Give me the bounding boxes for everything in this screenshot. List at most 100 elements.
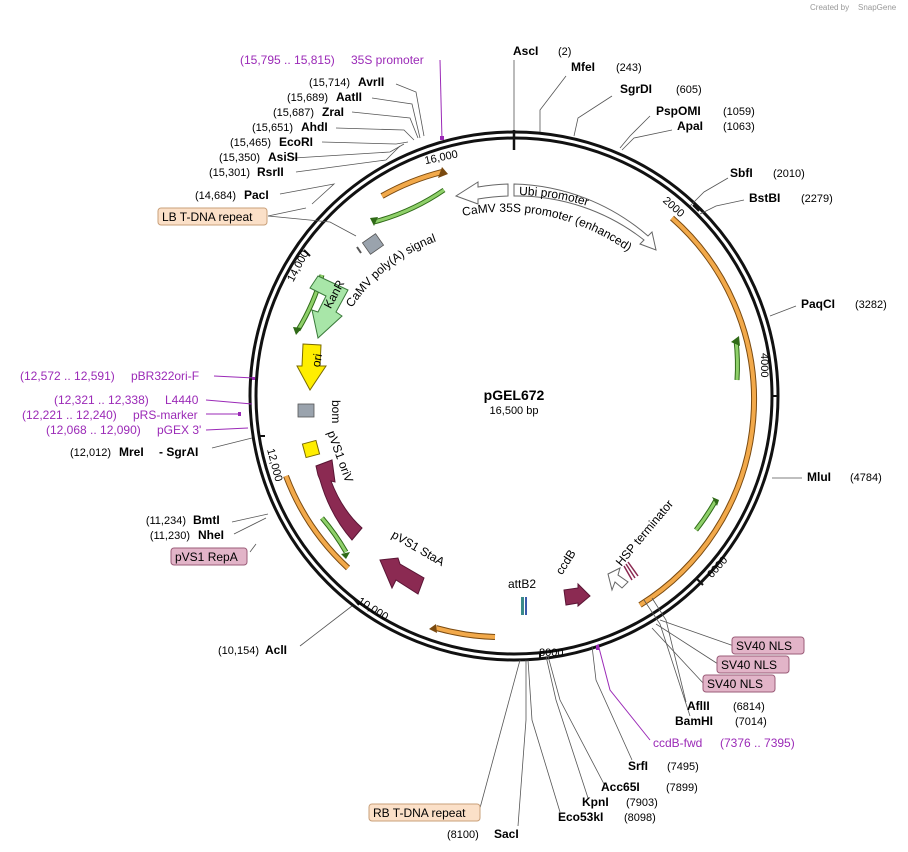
bom-box: [297, 403, 315, 418]
enzyme-kpnI-pos: (7903): [626, 797, 658, 809]
primer-prs-range: (12,221 .. 12,240): [22, 408, 117, 422]
lb-tdna-label: LB T-DNA repeat: [162, 210, 253, 224]
enzyme-sgrDI[interactable]: SgrDI: [620, 82, 652, 96]
enzyme-leaders: [211, 60, 802, 827]
sv40-nls-badge-2[interactable]: [716, 655, 790, 674]
enzyme-mfeI[interactable]: MfeI: [571, 60, 595, 74]
enzyme-bmtI-pos: (11,234): [146, 515, 186, 527]
enzyme-aclI[interactable]: AclI: [265, 643, 287, 657]
pvs1-repa-label: pVS1 RepA: [175, 550, 238, 564]
primer-prs[interactable]: pRS-marker: [133, 408, 198, 422]
enzyme-acc65I[interactable]: Acc65I: [601, 780, 640, 794]
enzyme-srfI-pos: (7495): [667, 761, 699, 773]
enzyme-pspOMI-pos: (1059): [723, 106, 755, 118]
enzyme-aatII-pos: (15,689): [287, 92, 328, 104]
ccdb-label: ccdB: [553, 547, 579, 577]
hsp-arrow: [607, 567, 629, 592]
enzyme-pacI-pos: (14,684): [195, 190, 236, 202]
enzyme-kpnI[interactable]: KpnI: [582, 795, 609, 809]
enzyme-sacI-pos: (8100): [447, 829, 479, 841]
ubi-promoter-arrow: [513, 183, 657, 251]
enzyme-pspOMI[interactable]: PspOMI: [656, 104, 701, 118]
enzyme-ascI[interactable]: AscI: [513, 44, 538, 58]
lb-tdna-badge[interactable]: [157, 207, 268, 226]
oriv-box: [301, 439, 321, 459]
primer-pbr322[interactable]: pBR322ori-F: [131, 369, 199, 383]
enzyme-sbfI[interactable]: SbfI: [730, 166, 753, 180]
enzyme-asiSI-pos: (15,350): [219, 152, 260, 164]
kanr-arrow: [309, 275, 349, 339]
sv40-nls-label-3: SV40 NLS: [707, 677, 763, 691]
enzyme-paqCI-pos: (3282): [855, 299, 887, 311]
enzyme-aatII[interactable]: AatII: [336, 90, 362, 104]
primer-l4440[interactable]: L4440: [165, 393, 199, 407]
enzyme-rsrII-pos: (15,301): [209, 167, 250, 179]
sv40-nls-badge-3[interactable]: [702, 674, 776, 693]
enzyme-bstBI[interactable]: BstBI: [749, 191, 780, 205]
enzyme-apaI[interactable]: ApaI: [677, 119, 703, 133]
enzyme-zraI-pos: (15,687): [273, 107, 314, 119]
enzyme-aflII-pos: (6814): [733, 701, 765, 713]
camv35s-promoter-arrow: [454, 181, 509, 205]
ccdb-arrow: [563, 582, 591, 608]
attb2-label: attB2: [508, 577, 536, 591]
enzyme-mfeI-pos: (243): [616, 62, 642, 74]
primer-l4440-range: (12,321 .. 12,338): [54, 393, 149, 407]
primer-35s[interactable]: 35S promoter: [351, 53, 424, 67]
enzyme-asiSI[interactable]: AsiSI: [268, 150, 298, 164]
enzyme-nheI[interactable]: NheI: [198, 528, 224, 542]
enzyme-paqCI[interactable]: PaqCI: [801, 297, 835, 311]
enzyme-bamHI[interactable]: BamHI: [675, 714, 713, 728]
rb-tdna-badge[interactable]: [368, 803, 481, 822]
enzyme-ahdI[interactable]: AhdI: [301, 120, 328, 134]
bom-label: bom: [329, 400, 343, 423]
enzyme-aclI-pos: (10,154): [218, 645, 259, 657]
enzyme-pacI[interactable]: PacI: [244, 188, 269, 202]
green-arrows: [293, 187, 740, 559]
primer-pgex-range: (12,068 .. 12,090): [46, 423, 141, 437]
sv40-nls-label-1: SV40 NLS: [736, 639, 792, 653]
staa-arrow: [379, 557, 425, 595]
plasmid-name: pGEL672: [484, 387, 545, 403]
enzyme-acc65I-pos: (7899): [666, 782, 698, 794]
enzyme-ascI-pos: (2): [558, 46, 571, 58]
primer-35s-range: (15,795 .. 15,815): [240, 53, 335, 67]
enzyme-mreI-pos: (12,012): [70, 447, 111, 459]
primer-pgex[interactable]: pGEX 3': [157, 423, 201, 437]
enzyme-aflII[interactable]: AflII: [687, 699, 710, 713]
enzyme-zraI[interactable]: ZraI: [322, 105, 344, 119]
enzyme-mreI[interactable]: MreI: [119, 445, 144, 459]
orf-bands: [283, 167, 758, 640]
enzyme-bamHI-pos: (7014): [735, 716, 767, 728]
enzyme-mluI[interactable]: MluI: [807, 470, 831, 484]
enzyme-srfI[interactable]: SrfI: [628, 759, 648, 773]
enzyme-sgrAI[interactable]: - SgrAI: [159, 445, 198, 459]
tick-14000: 14,000: [285, 249, 311, 284]
enzyme-sbfI-pos: (2010): [773, 168, 805, 180]
primer-pbr322-range: (12,572 .. 12,591): [20, 369, 115, 383]
hsp-hatch: [623, 561, 639, 581]
rb-tdna-label: RB T-DNA repeat: [373, 806, 466, 820]
sv40-nls-badge-1[interactable]: [731, 636, 805, 655]
enzyme-sacI[interactable]: SacI: [494, 827, 519, 841]
enzyme-sgrDI-pos: (605): [676, 84, 702, 96]
primer-leaders: [205, 59, 651, 741]
enzyme-bmtI[interactable]: BmtI: [193, 513, 220, 527]
hsp-label: HSP terminator: [613, 497, 676, 569]
enzyme-ecoRI[interactable]: EcoRI: [279, 135, 313, 149]
sv40-nls-label-2: SV40 NLS: [721, 658, 777, 672]
enzyme-eco53kI[interactable]: Eco53kI: [558, 810, 603, 824]
pvs1-repa-badge[interactable]: [170, 547, 248, 566]
enzyme-rsrII[interactable]: RsrII: [257, 165, 284, 179]
tick-12000: 12,000: [264, 447, 284, 483]
enzyme-nheI-pos: (11,230): [150, 530, 190, 542]
primer-ccdb[interactable]: ccdB-fwd: [653, 736, 702, 750]
enzyme-avrII[interactable]: AvrII: [358, 75, 384, 89]
pvs1-rep-arrow: [315, 459, 363, 541]
enzyme-ahdI-pos: (15,651): [252, 122, 293, 134]
primer-ccdb-range: (7376 .. 7395): [720, 736, 795, 750]
ori-arrow: [296, 343, 327, 391]
enzyme-mluI-pos: (4784): [850, 472, 882, 484]
tick-2000: 2000: [660, 195, 686, 220]
